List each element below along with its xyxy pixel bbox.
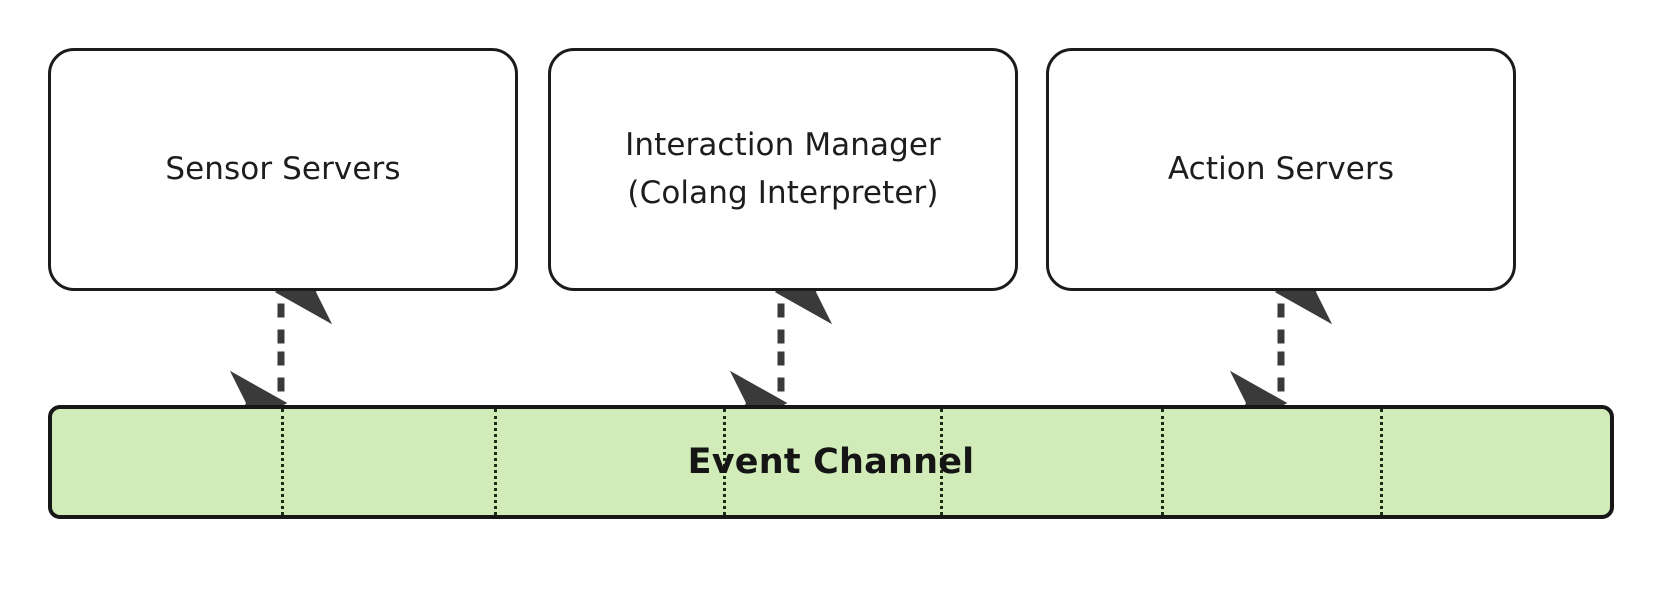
- event-channel-divider-1: [281, 409, 284, 515]
- event-channel-divider-2: [494, 409, 497, 515]
- node-interaction-manager-label: Interaction Manager (Colang Interpreter): [625, 127, 941, 211]
- event-channel-divider-5: [1161, 409, 1164, 515]
- node-sensor-servers[interactable]: Sensor Servers: [48, 48, 518, 291]
- node-action-servers[interactable]: Action Servers: [1046, 48, 1516, 291]
- node-interaction-manager[interactable]: Interaction Manager (Colang Interpreter): [548, 48, 1018, 291]
- event-channel-bar[interactable]: Event Channel: [48, 405, 1614, 519]
- node-action-servers-label: Action Servers: [1167, 150, 1395, 187]
- node-sensor-servers-label: Sensor Servers: [165, 150, 401, 187]
- event-channel-divider-3: [723, 409, 726, 515]
- event-channel-divider-4: [940, 409, 943, 515]
- event-channel-label: Event Channel: [687, 442, 975, 482]
- event-channel-divider-6: [1380, 409, 1383, 515]
